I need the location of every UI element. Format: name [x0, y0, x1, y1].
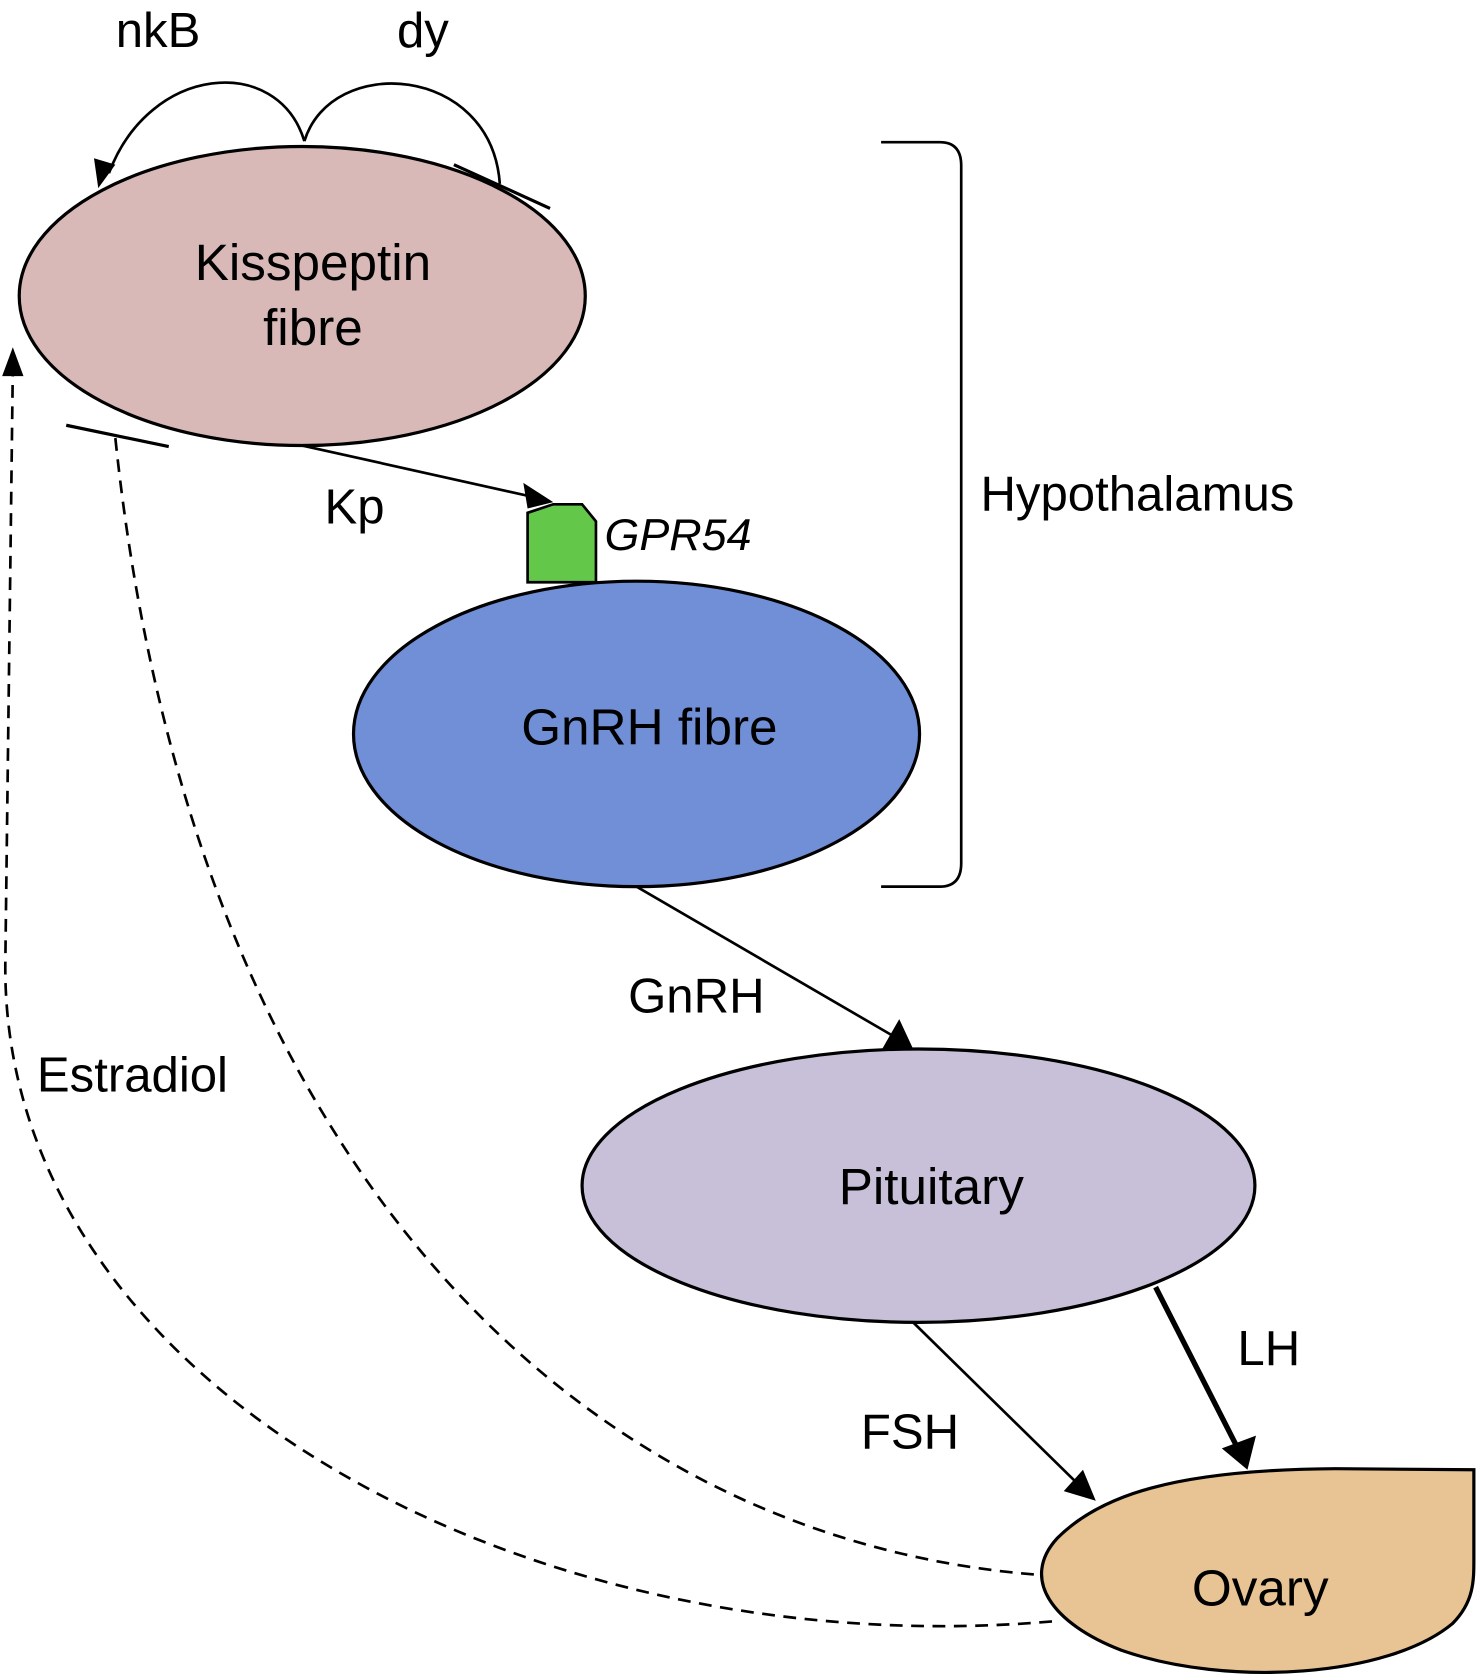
pituitary-node [580, 1047, 1257, 1324]
dy-inhibition-bar [453, 163, 551, 210]
fsh-arrowhead [1063, 1469, 1096, 1501]
kisspeptin-fibre-node [17, 144, 587, 448]
lh-arrow [1153, 1285, 1242, 1452]
nkb-label: nkB [116, 4, 201, 58]
estradiol-arrowhead [2, 347, 24, 377]
kp-label: Kp [325, 481, 385, 535]
estradiol-label: Estradiol [37, 1049, 228, 1103]
ovary-label: Ovary [1192, 1559, 1329, 1616]
pituitary-label: Pituitary [839, 1158, 1025, 1215]
dy-label: dy [397, 4, 449, 58]
gnrh-arrowhead [882, 1019, 914, 1049]
kp-arrow [301, 444, 548, 504]
lh-arrowhead [1221, 1435, 1256, 1470]
estradiol-outer-dashed-line [3, 368, 1053, 1628]
ovary-node [1039, 1467, 1476, 1674]
estradiol-inhibition-bar [65, 423, 170, 449]
estradiol-inner-dashed-line [114, 437, 1034, 1576]
lh-label: LH [1237, 1322, 1300, 1376]
gpr54-receptor [526, 502, 598, 584]
nkb-arrowhead [93, 158, 116, 189]
gnrh-label: GnRH [628, 970, 764, 1024]
kp-arrowhead [523, 482, 554, 509]
fsh-arrow [912, 1321, 1082, 1488]
nkb-loop-arrow [107, 81, 306, 174]
gpr54-label: GPR54 [604, 509, 751, 560]
gnrh-fibre-label: GnRH fibre [521, 699, 777, 756]
hypothalamus-label: Hypothalamus [980, 468, 1294, 522]
dy-loop-inhibition [303, 82, 502, 184]
gnrh-arrow [635, 885, 898, 1040]
kisspeptin-label-line2: fibre [263, 299, 363, 356]
hypothalamus-bracket [881, 140, 963, 888]
fsh-label: FSH [861, 1405, 959, 1459]
kisspeptin-label-line1: Kisspeptin [195, 234, 431, 291]
